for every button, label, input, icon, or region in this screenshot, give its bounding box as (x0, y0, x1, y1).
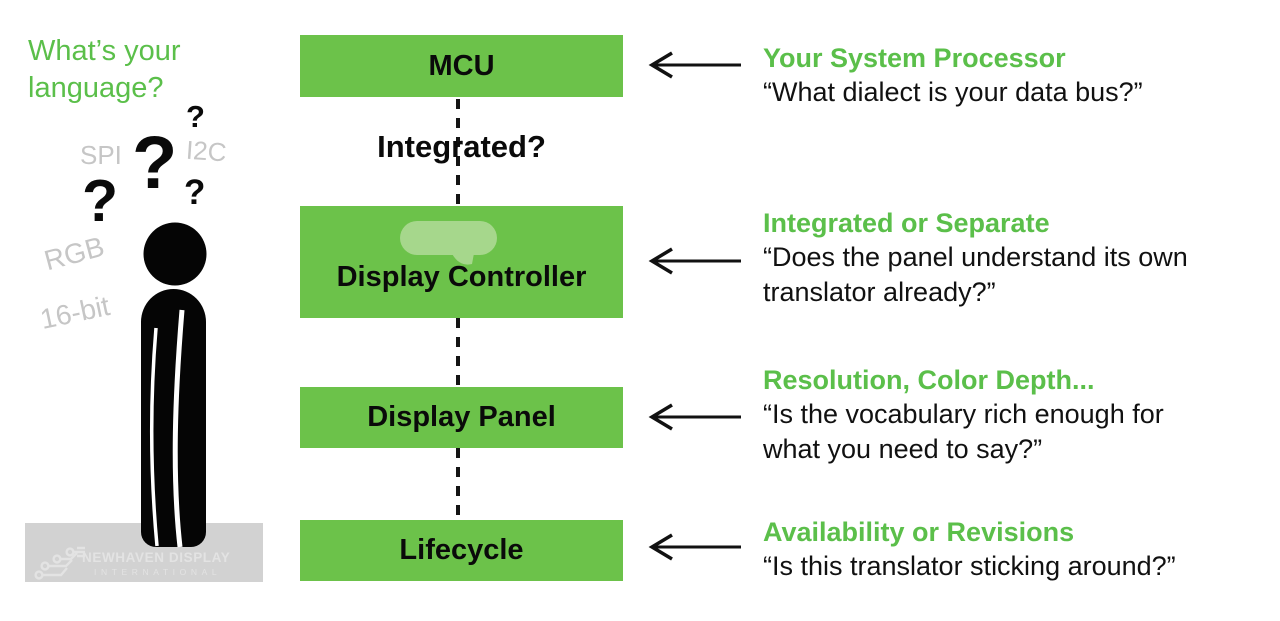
annotation-mcu: Your System Processor “What dialect is y… (763, 41, 1273, 110)
flow-box-label: Lifecycle (399, 534, 524, 566)
arrow-left-icon (648, 403, 741, 431)
floating-word-spi: SPI (80, 140, 122, 170)
question-mark-icon: ? (132, 121, 178, 204)
annotation-quote-line: “Does the panel understand its own (763, 242, 1188, 272)
annotation-title: Your System Processor (763, 43, 1066, 73)
flow-box-lifecycle: Lifecycle (300, 520, 623, 581)
flow-box-display-controller: Display Controller (300, 206, 623, 318)
question-mark-icon: ? (186, 99, 205, 134)
annotation-title: Integrated or Separate (763, 208, 1050, 238)
floating-word-i2c: I2C (185, 134, 228, 168)
arrow-left-icon (648, 247, 741, 275)
annotation-display-panel: Resolution, Color Depth... “Is the vocab… (763, 363, 1273, 467)
connector-question-label: Integrated? (377, 129, 546, 164)
annotation-title: Availability or Revisions (763, 517, 1075, 547)
flow-box-label: MCU (428, 49, 495, 82)
question-mark-icon: ? (184, 173, 206, 212)
floating-word-rgb: RGB (40, 230, 108, 277)
watermark-subtitle: INTERNATIONAL (94, 567, 222, 577)
arrow-left-icon (648, 51, 741, 79)
flow-box-mcu: MCU (300, 35, 623, 97)
annotation-display-controller: Integrated or Separate “Does the panel u… (763, 206, 1273, 310)
arrow-left-icon (648, 533, 741, 561)
annotation-title: Resolution, Color Depth... (763, 365, 1095, 395)
flow-box-label: Display Controller (336, 260, 587, 293)
annotation-quote-line: “Is the vocabulary rich enough for (763, 399, 1164, 429)
annotation-lifecycle: Availability or Revisions “Is this trans… (763, 515, 1273, 584)
flow-box-display-panel: Display Panel (300, 387, 623, 448)
question-mark-icon: ? (82, 168, 119, 234)
headline-line2: language? (28, 72, 164, 104)
person-silhouette-icon (141, 222, 207, 548)
circuit-logo-icon (34, 546, 85, 580)
annotation-quote-line: what you need to say?” (763, 434, 1043, 464)
floating-word-16bit: 16-bit (37, 290, 113, 335)
annotation-quote-line: “What dialect is your data bus?” (763, 77, 1143, 107)
speech-bubble-icon (400, 221, 497, 265)
annotation-quote-line: translator already?” (763, 277, 996, 307)
watermark-company-name: NEWHAVEN DISPLAY (82, 550, 231, 565)
headline-line1: What’s your (28, 35, 181, 67)
headline: What’s your language? (28, 33, 258, 107)
annotation-quote-line: “Is this translator sticking around?” (763, 551, 1176, 581)
flow-box-label: Display Panel (367, 401, 556, 433)
